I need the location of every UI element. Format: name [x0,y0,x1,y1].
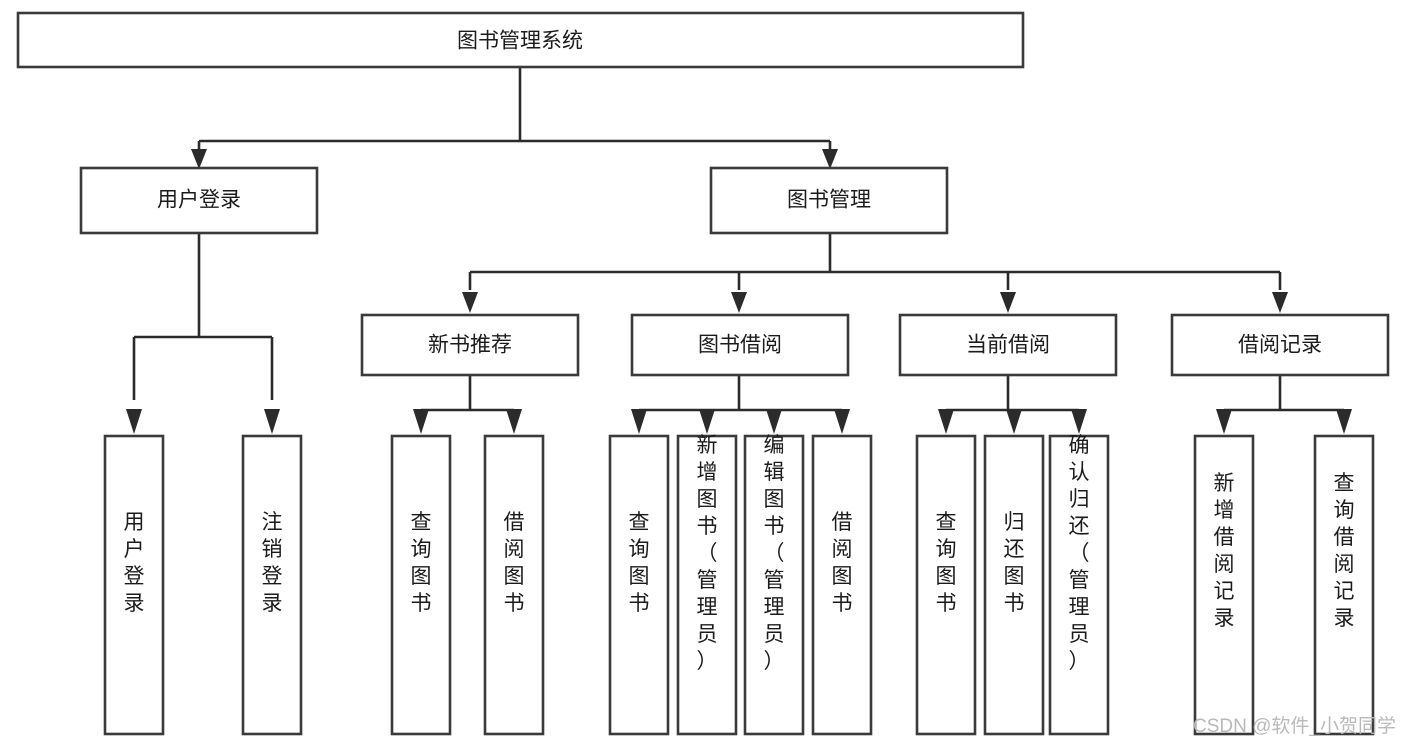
leaf-borrow-record-add[interactable]: 新增借阅记录 [1193,434,1255,736]
arrow-to-leaf-current-return [1006,409,1022,434]
node-user-login[interactable]: 用户登录 [79,166,319,235]
leaf-new-book-search-box[interactable] [390,434,452,736]
leaf-book-borrow-edit[interactable]: 编辑图书（管理员） [743,434,805,736]
leaf-new-book-search[interactable]: 查询图书 [390,434,452,736]
node-root[interactable]: 图书管理系统 [16,11,1025,69]
connector-borrowrecord-to-leaves [1222,375,1346,418]
arrow-to-leaf-newbook-search [413,409,429,434]
node-book-manage[interactable]: 图书管理 [709,166,949,235]
leaf-book-borrow-search-box[interactable] [608,434,670,736]
arrow-to-leaf-newbook-borrow [506,409,522,434]
leaf-book-borrow-add[interactable]: 新增图书（管理员） [676,434,738,736]
leaf-borrow-record-add-label: 新增借阅记录 [1214,472,1235,630]
leaf-current-borrow-return-label: 归还图书 [1004,511,1025,615]
arrow-to-leaf-borrow-lend [834,409,850,434]
arrow-to-book-manage [822,149,838,169]
connector-bookborrow-to-leaves [637,375,844,418]
leaf-user-login-logout-box[interactable] [241,434,303,736]
leaf-borrow-record-search-label: 查询借阅记录 [1334,472,1355,630]
leaf-current-borrow-confirm[interactable]: 确认归还（管理员） [1048,434,1110,736]
arrow-to-leaf-borrow-add [699,409,715,434]
arrow-to-leaf-borrow-search [631,409,647,434]
leaf-new-book-borrow-label: 借阅图书 [504,511,525,615]
leaf-book-borrow-lend[interactable]: 借阅图书 [811,434,873,736]
node-new-book-recommend[interactable]: 新书推荐 [360,313,580,377]
node-book-manage-box[interactable] [709,166,949,235]
leaf-book-borrow-edit-label: 编辑图书（管理员） [764,434,785,673]
node-new-book-recommend-box[interactable] [360,313,580,377]
leaf-book-borrow-add-box[interactable] [676,434,738,736]
arrow-to-user-login [191,149,207,169]
leaf-new-book-search-label: 查询图书 [411,511,432,615]
leaf-book-borrow-edit-box[interactable] [743,434,805,736]
leaf-current-borrow-search-label: 查询图书 [936,511,957,615]
leaf-book-borrow-lend-box[interactable] [811,434,873,736]
arrow-to-leaf-record-add [1216,409,1232,434]
leaf-current-borrow-search[interactable]: 查询图书 [915,434,977,736]
node-book-manage-label: 图书管理 [787,189,871,212]
node-borrow-record-label: 借阅记录 [1238,334,1322,357]
arrow-to-leaf-record-search [1336,409,1352,434]
arrow-to-new-book [462,292,478,313]
arrow-to-leaf-current-search [938,409,954,434]
leaf-user-login-logout-label: 注销登录 [262,511,283,615]
arrow-to-current-borrow [1000,292,1016,313]
node-current-borrow-label: 当前借阅 [966,334,1050,357]
node-user-login-label: 用户登录 [157,189,241,212]
leaf-borrow-record-search[interactable]: 查询借阅记录 [1313,434,1375,736]
leaf-book-borrow-lend-label: 借阅图书 [832,511,853,615]
leaf-book-borrow-search-label: 查询图书 [629,511,650,615]
node-user-login-box[interactable] [79,166,319,235]
connector-newbook-to-leaves [419,375,516,418]
leaf-new-book-borrow[interactable]: 借阅图书 [483,434,545,736]
leaf-book-borrow-search[interactable]: 查询图书 [608,434,670,736]
leaf-current-borrow-confirm-box[interactable] [1048,434,1110,736]
leaf-borrow-record-add-box[interactable] [1193,434,1255,736]
node-root-label: 图书管理系统 [457,30,583,53]
connector-userlogin-to-leaves [132,233,274,400]
leaf-user-login-login[interactable]: 用户登录 [103,434,165,736]
node-book-borrow[interactable]: 图书借阅 [630,313,850,377]
arrow-to-leaf-current-confirm [1071,409,1087,434]
node-book-borrow-box[interactable] [630,313,850,377]
arrow-to-leaf-user-login [126,409,142,434]
node-new-book-recommend-label: 新书推荐 [428,334,512,357]
connector-root-to-level2 [197,67,832,158]
leaf-current-borrow-return[interactable]: 归还图书 [983,434,1045,736]
leaf-user-login-logout[interactable]: 注销登录 [241,434,303,736]
leaf-user-login-login-box[interactable] [103,434,165,736]
node-borrow-record-box[interactable] [1170,313,1390,377]
node-current-borrow[interactable]: 当前借阅 [898,313,1118,377]
leaf-current-borrow-search-box[interactable] [915,434,977,736]
arrow-to-leaf-borrow-edit [766,409,782,434]
arrow-to-book-borrow [731,292,747,313]
leaf-user-login-login-label: 用户登录 [124,511,145,615]
leaf-borrow-record-search-box[interactable] [1313,434,1375,736]
connector-bookmanage-to-level3 [468,233,1282,290]
connector-layer [126,67,1352,434]
node-book-borrow-label: 图书借阅 [698,334,782,357]
node-borrow-record[interactable]: 借阅记录 [1170,313,1390,377]
leaf-current-borrow-return-box[interactable] [983,434,1045,736]
leaf-new-book-borrow-box[interactable] [483,434,545,736]
leaf-current-borrow-confirm-label: 确认归还（管理员） [1069,434,1090,673]
leaf-book-borrow-add-label: 新增图书（管理员） [697,434,718,673]
node-current-borrow-box[interactable] [898,313,1118,377]
node-root-box[interactable] [16,11,1025,69]
csdn-watermark: CSDN @软件_小贺同学 [1193,715,1396,737]
arrow-to-borrow-record [1272,292,1288,313]
arrow-to-leaf-logout [264,409,280,434]
